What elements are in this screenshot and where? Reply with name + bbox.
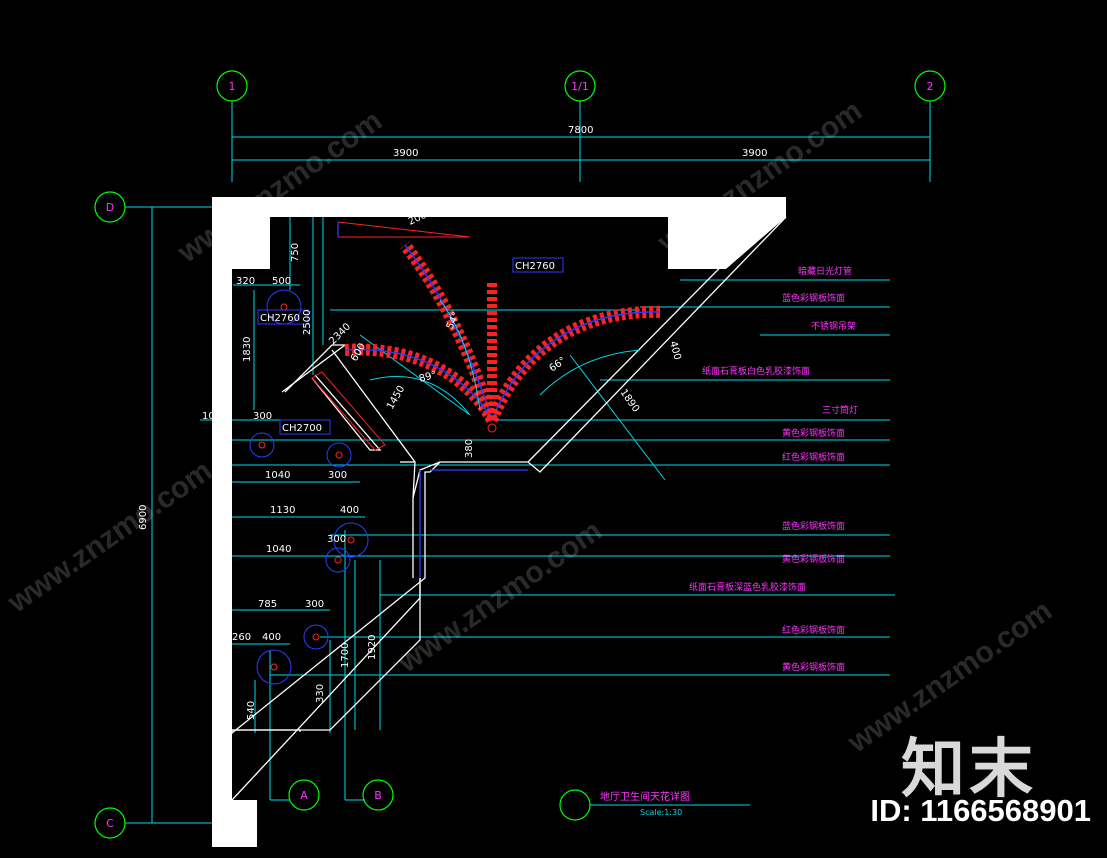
note-7: 红色彩钢板饰面 [782, 451, 845, 463]
dim-1920: 1920 [367, 635, 378, 660]
drawing-title: 地厅卫生间天花详图 [600, 790, 690, 803]
image-id: ID: 1166568901 [870, 793, 1091, 828]
dim-2500: 2500 [302, 310, 313, 335]
note-11: 红色彩钢板饰面 [782, 624, 845, 636]
dimension-lines [125, 101, 931, 824]
downlight-7 [256, 649, 292, 685]
axis-b-circle [362, 779, 394, 811]
dim-300a: 300 [253, 411, 272, 422]
ch-tag-mid-box [279, 419, 331, 435]
dim-1040b: 1040 [266, 544, 291, 555]
note-12: 黄色彩钢板饰面 [782, 661, 845, 673]
column-top-right [668, 197, 726, 269]
dim-top-right: 3900 [742, 148, 767, 159]
axis-d-label: D [106, 201, 114, 214]
note-9: 黄色彩钢板饰面 [782, 553, 845, 565]
dim-380: 380 [464, 439, 475, 458]
note-6: 黄色彩钢板饰面 [782, 427, 845, 439]
ch-tag-left-box [257, 309, 309, 325]
drawing-scale: Scale:1:30 [640, 808, 682, 817]
downlight-3 [326, 442, 352, 468]
dim-2340: 2340 [327, 321, 353, 347]
column-top-left [212, 197, 270, 269]
blue-lines [337, 222, 528, 578]
dim-top-total: 7800 [568, 125, 593, 136]
dim-1040a: 1040 [265, 470, 290, 481]
axis-b-label: B [374, 789, 382, 802]
wall-top [270, 197, 668, 217]
note-2: 蓝色彩钢板饰面 [782, 292, 845, 304]
angle-66: 66° [547, 355, 568, 374]
dim-top-left: 3900 [393, 148, 418, 159]
downlight-5 [325, 547, 351, 573]
walls [212, 197, 786, 847]
dim-540: 540 [246, 701, 257, 720]
note-3: 不锈钢吊架 [811, 320, 856, 332]
title-circle [559, 789, 591, 821]
axis-1-1-label: 1/1 [571, 80, 589, 93]
column-bottom-left [212, 800, 257, 847]
dim-1830: 1830 [242, 337, 253, 362]
angle-arcs [369, 299, 641, 416]
dim-400c: 400 [667, 340, 683, 361]
dim-500: 500 [272, 276, 291, 287]
fan-arm-left-core [344, 348, 493, 421]
note-5: 三寸筒灯 [822, 404, 858, 416]
downlight-center [487, 423, 497, 433]
dim-300d: 300 [305, 599, 324, 610]
dim-1700: 1700 [340, 643, 351, 668]
dim-785: 785 [258, 599, 277, 610]
dim-1130: 1130 [270, 505, 295, 516]
fan-arm-right-core [491, 311, 661, 421]
dim-320: 320 [236, 276, 255, 287]
downlight-6 [303, 624, 329, 650]
dim-400a: 400 [340, 505, 359, 516]
axis-c-label: C [106, 817, 114, 830]
dim-300b: 300 [328, 470, 347, 481]
dim-330: 330 [315, 684, 326, 703]
axis-a-circle [288, 779, 320, 811]
note-1: 暗藏日光灯管 [798, 265, 852, 277]
axis-a-label: A [300, 789, 308, 802]
ch-tag-left: CH2760 [260, 313, 300, 324]
note-8: 蓝色彩钢板饰面 [782, 520, 845, 532]
axis-2-label: 2 [927, 80, 934, 93]
material-notes: 暗藏日光灯管 蓝色彩钢板饰面 不锈钢吊架 纸面石膏板白色乳胶漆饰面 三寸筒灯 黄… [689, 265, 858, 673]
fan-arm-top-core [404, 244, 493, 421]
ch-tag-top: CH2760 [515, 261, 555, 272]
dim-260: 260 [232, 632, 251, 643]
angle-89: 89° [418, 370, 438, 385]
dim-400b: 400 [262, 632, 281, 643]
note-10: 纸面石膏板深蓝色乳胶漆饰面 [689, 581, 806, 593]
axis-1-label: 1 [229, 80, 236, 93]
dim-300c: 300 [327, 534, 346, 545]
dimension-texts: 7800 3900 3900 6900 200 750 320 500 2500… [138, 125, 767, 720]
wall-top-corner [726, 197, 786, 269]
dim-100: 100 [202, 411, 221, 422]
dim-left-total: 6900 [138, 505, 149, 530]
ch-tag-top-box [512, 257, 564, 273]
downlight-4 [333, 522, 369, 558]
brand-logo: 知末 [901, 733, 1037, 807]
ch-tag-mid: CH2700 [282, 423, 322, 434]
red-beam [311, 371, 386, 451]
downlight-2 [249, 432, 275, 458]
dim-1890: 1890 [618, 387, 642, 414]
red-wedge [337, 221, 471, 238]
note-4: 纸面石膏板白色乳胶漆饰面 [702, 365, 810, 377]
ceiling-outlines [231, 216, 787, 801]
fan-arms [344, 241, 661, 423]
wall-left [212, 269, 232, 800]
dim-1450: 1450 [385, 384, 407, 412]
dim-750: 750 [290, 243, 301, 262]
